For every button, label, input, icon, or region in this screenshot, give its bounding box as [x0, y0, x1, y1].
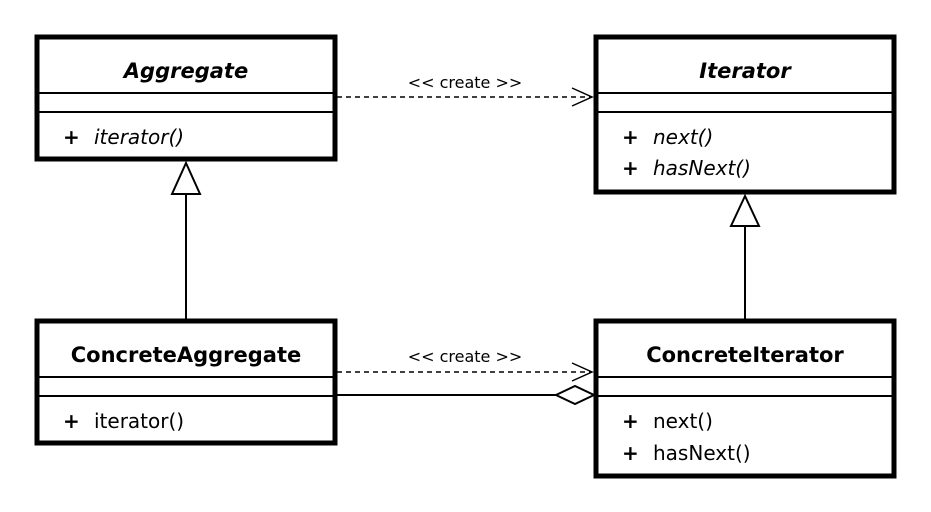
class-aggregate-title: Aggregate — [122, 59, 248, 83]
class-aggregate[interactable]: Aggregate + iterator() — [34, 34, 338, 162]
class-concrete-iterator-op-next: next() — [653, 409, 713, 433]
generalization-aggregate[interactable] — [170, 160, 202, 319]
class-concrete-iterator-op-hasnext: hasNext() — [653, 441, 751, 465]
class-iterator-box — [593, 34, 897, 195]
aggregation-association[interactable] — [337, 384, 597, 406]
class-aggregate-op-iterator: iterator() — [94, 125, 184, 149]
class-aggregate-op-visibility: + — [63, 125, 80, 149]
class-concrete-aggregate-op-visibility: + — [63, 409, 80, 433]
class-aggregate-box — [34, 34, 338, 162]
dependency-create-bottom-label: << create >> — [408, 347, 523, 366]
generalization-aggregate-arrowhead — [170, 160, 202, 195]
class-iterator-op-2-visibility: + — [622, 156, 639, 180]
dependency-create-bottom[interactable]: << create >> — [337, 347, 594, 382]
class-concrete-iterator-box — [593, 318, 897, 479]
dependency-create-top-arrowhead — [571, 87, 594, 107]
class-concrete-iterator-title: ConcreteIterator — [646, 343, 844, 367]
class-concrete-aggregate-title: ConcreteAggregate — [71, 343, 302, 367]
aggregation-diamond — [553, 384, 597, 406]
class-iterator-title: Iterator — [699, 59, 792, 83]
class-iterator-op-hasnext: hasNext() — [653, 156, 751, 180]
class-iterator[interactable]: Iterator + next() + hasNext() — [593, 34, 897, 195]
generalization-iterator-arrowhead — [729, 193, 761, 227]
class-concrete-iterator[interactable]: ConcreteIterator + next() + hasNext() — [593, 318, 897, 479]
generalization-iterator[interactable] — [729, 193, 761, 319]
class-concrete-aggregate-op-iterator: iterator() — [94, 409, 184, 433]
class-concrete-aggregate-box — [34, 318, 338, 446]
class-iterator-op-next: next() — [653, 125, 713, 149]
dependency-create-top[interactable]: << create >> — [337, 73, 594, 107]
class-iterator-op-1-visibility: + — [622, 125, 639, 149]
dependency-create-top-label: << create >> — [408, 73, 523, 92]
class-concrete-aggregate[interactable]: ConcreteAggregate + iterator() — [34, 318, 338, 446]
dependency-create-bottom-arrowhead — [571, 362, 594, 382]
class-concrete-iterator-op-1-visibility: + — [622, 409, 639, 433]
class-concrete-iterator-op-2-visibility: + — [622, 441, 639, 465]
